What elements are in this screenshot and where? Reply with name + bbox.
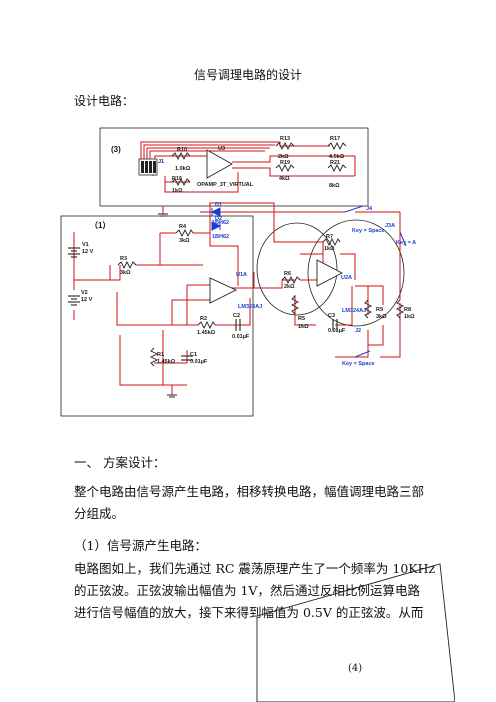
switches <box>344 205 407 358</box>
label-r6: R6 <box>284 271 291 277</box>
marker-1: （1） <box>90 220 110 230</box>
opamp-u1a <box>209 277 238 304</box>
resistors <box>117 141 405 367</box>
label-r7: R7 <box>326 234 333 240</box>
value-r1: 1.45kΩ <box>157 359 176 365</box>
value-r4: 3kΩ <box>179 238 190 244</box>
label-r13: R13 <box>280 136 290 142</box>
label-r16: R16 <box>172 176 182 182</box>
label-u3: U3 <box>218 146 225 152</box>
value-r21: 8kΩ <box>329 183 340 189</box>
capacitors <box>181 319 338 361</box>
label-r9: R9 <box>376 307 383 313</box>
label-r4: R4 <box>179 224 187 230</box>
section-heading: 一、 方案设计： <box>74 455 166 470</box>
paragraph-1: 整个电路由信号源产生电路，相移转换电路，幅值调理电路三部 分组成。 <box>74 481 434 525</box>
label-r21: R21 <box>330 160 340 166</box>
diodes <box>210 207 222 231</box>
label-r19: R19 <box>280 160 290 166</box>
sub-heading: （1）信号源产生电路： <box>74 538 207 553</box>
value-r3: 3kΩ <box>120 270 131 276</box>
value-r8: 1kΩ <box>404 314 415 320</box>
value-r2: 1.45kΩ <box>197 330 216 336</box>
label-c2: C2 <box>233 313 240 319</box>
label-r5: R5 <box>298 316 305 322</box>
label-r8: R8 <box>404 307 411 313</box>
marker-3: (3) <box>111 145 121 154</box>
label-c1: C1 <box>190 352 197 358</box>
paragraph-2-line-1: 电路图如上，我们先通过 RC 震荡原理产生了一个频率为 10KHz <box>74 561 436 576</box>
label-j1: J1 <box>158 159 164 165</box>
wires <box>73 141 401 395</box>
annotation-label-4: (4) <box>348 663 363 674</box>
value-r7: 1kΩ <box>324 246 335 252</box>
label-key-space-1: Key = Space <box>352 228 385 234</box>
design-heading: 设计电路： <box>74 94 135 108</box>
value-v1: 12 V <box>82 249 94 255</box>
value-c3: 0.01µF <box>328 328 346 334</box>
value-d2: 1BH62 <box>212 234 229 240</box>
value-r16: 1kΩ <box>172 188 183 194</box>
value-u2a: LM324AJ <box>342 308 366 314</box>
label-r3: R3 <box>120 256 127 262</box>
value-v2: 12 V <box>81 297 93 303</box>
label-c3: C3 <box>328 313 335 319</box>
batteries <box>68 247 80 306</box>
label-j4: J4 <box>366 206 373 212</box>
circuit-schematic: (3) （1） J1 R10 1.0kΩ U3 OPAMP_3T_VIRTUAL… <box>60 127 416 417</box>
opamp-u2a <box>316 259 343 287</box>
label-d2: D2 <box>215 216 222 222</box>
value-c1: 0.01µF <box>190 359 208 365</box>
label-j3a: J3A <box>385 223 395 229</box>
opamp-u3 <box>206 149 233 179</box>
label-u2a: U2A <box>341 275 352 281</box>
value-r6: 2kΩ <box>284 284 295 290</box>
paragraph-2-line-3: 进行信号幅值的放大，接下来得到幅值为 0.5V 的正弦波。从而 <box>74 605 424 620</box>
label-r1: R1 <box>157 352 164 358</box>
value-u3: OPAMP_3T_VIRTUAL <box>197 182 254 188</box>
value-r17: 4.5kΩ <box>329 154 345 160</box>
value-r19: 4kΩ <box>279 176 290 182</box>
label-v1: V1 <box>82 242 89 248</box>
paragraph-1-line-2: 分组成。 <box>74 506 125 521</box>
label-v2: V2 <box>81 290 88 296</box>
label-j2: J2 <box>355 328 361 334</box>
paragraph-1-line-1: 整个电路由信号源产生电路，相移转换电路，幅值调理电路三部 <box>74 484 425 499</box>
value-r5: 1kΩ <box>298 324 309 330</box>
grounds <box>158 213 177 398</box>
label-key-space-2: Key = Space <box>342 361 375 367</box>
label-r17: R17 <box>330 136 340 142</box>
value-r13: 2kΩ <box>278 154 289 160</box>
document-title: 信号调理电路的设计 <box>193 68 302 82</box>
value-r9: 3kΩ <box>376 314 387 320</box>
label-r10: R10 <box>177 147 187 153</box>
label-u1a: U1A <box>236 272 247 278</box>
value-u1a: LM324AJ <box>238 304 262 310</box>
label-d1: D1 <box>215 202 222 208</box>
value-d1: 1BH62 <box>212 220 229 226</box>
highlight-circle-2 <box>307 219 405 327</box>
highlight-circle-1 <box>256 222 338 316</box>
value-r10: 1.0kΩ <box>175 166 191 172</box>
label-key-a: Key = A <box>396 240 416 246</box>
label-r2: R2 <box>200 316 207 322</box>
annotation-box-4 <box>256 563 455 702</box>
value-c2: 0.01µF <box>232 334 250 340</box>
